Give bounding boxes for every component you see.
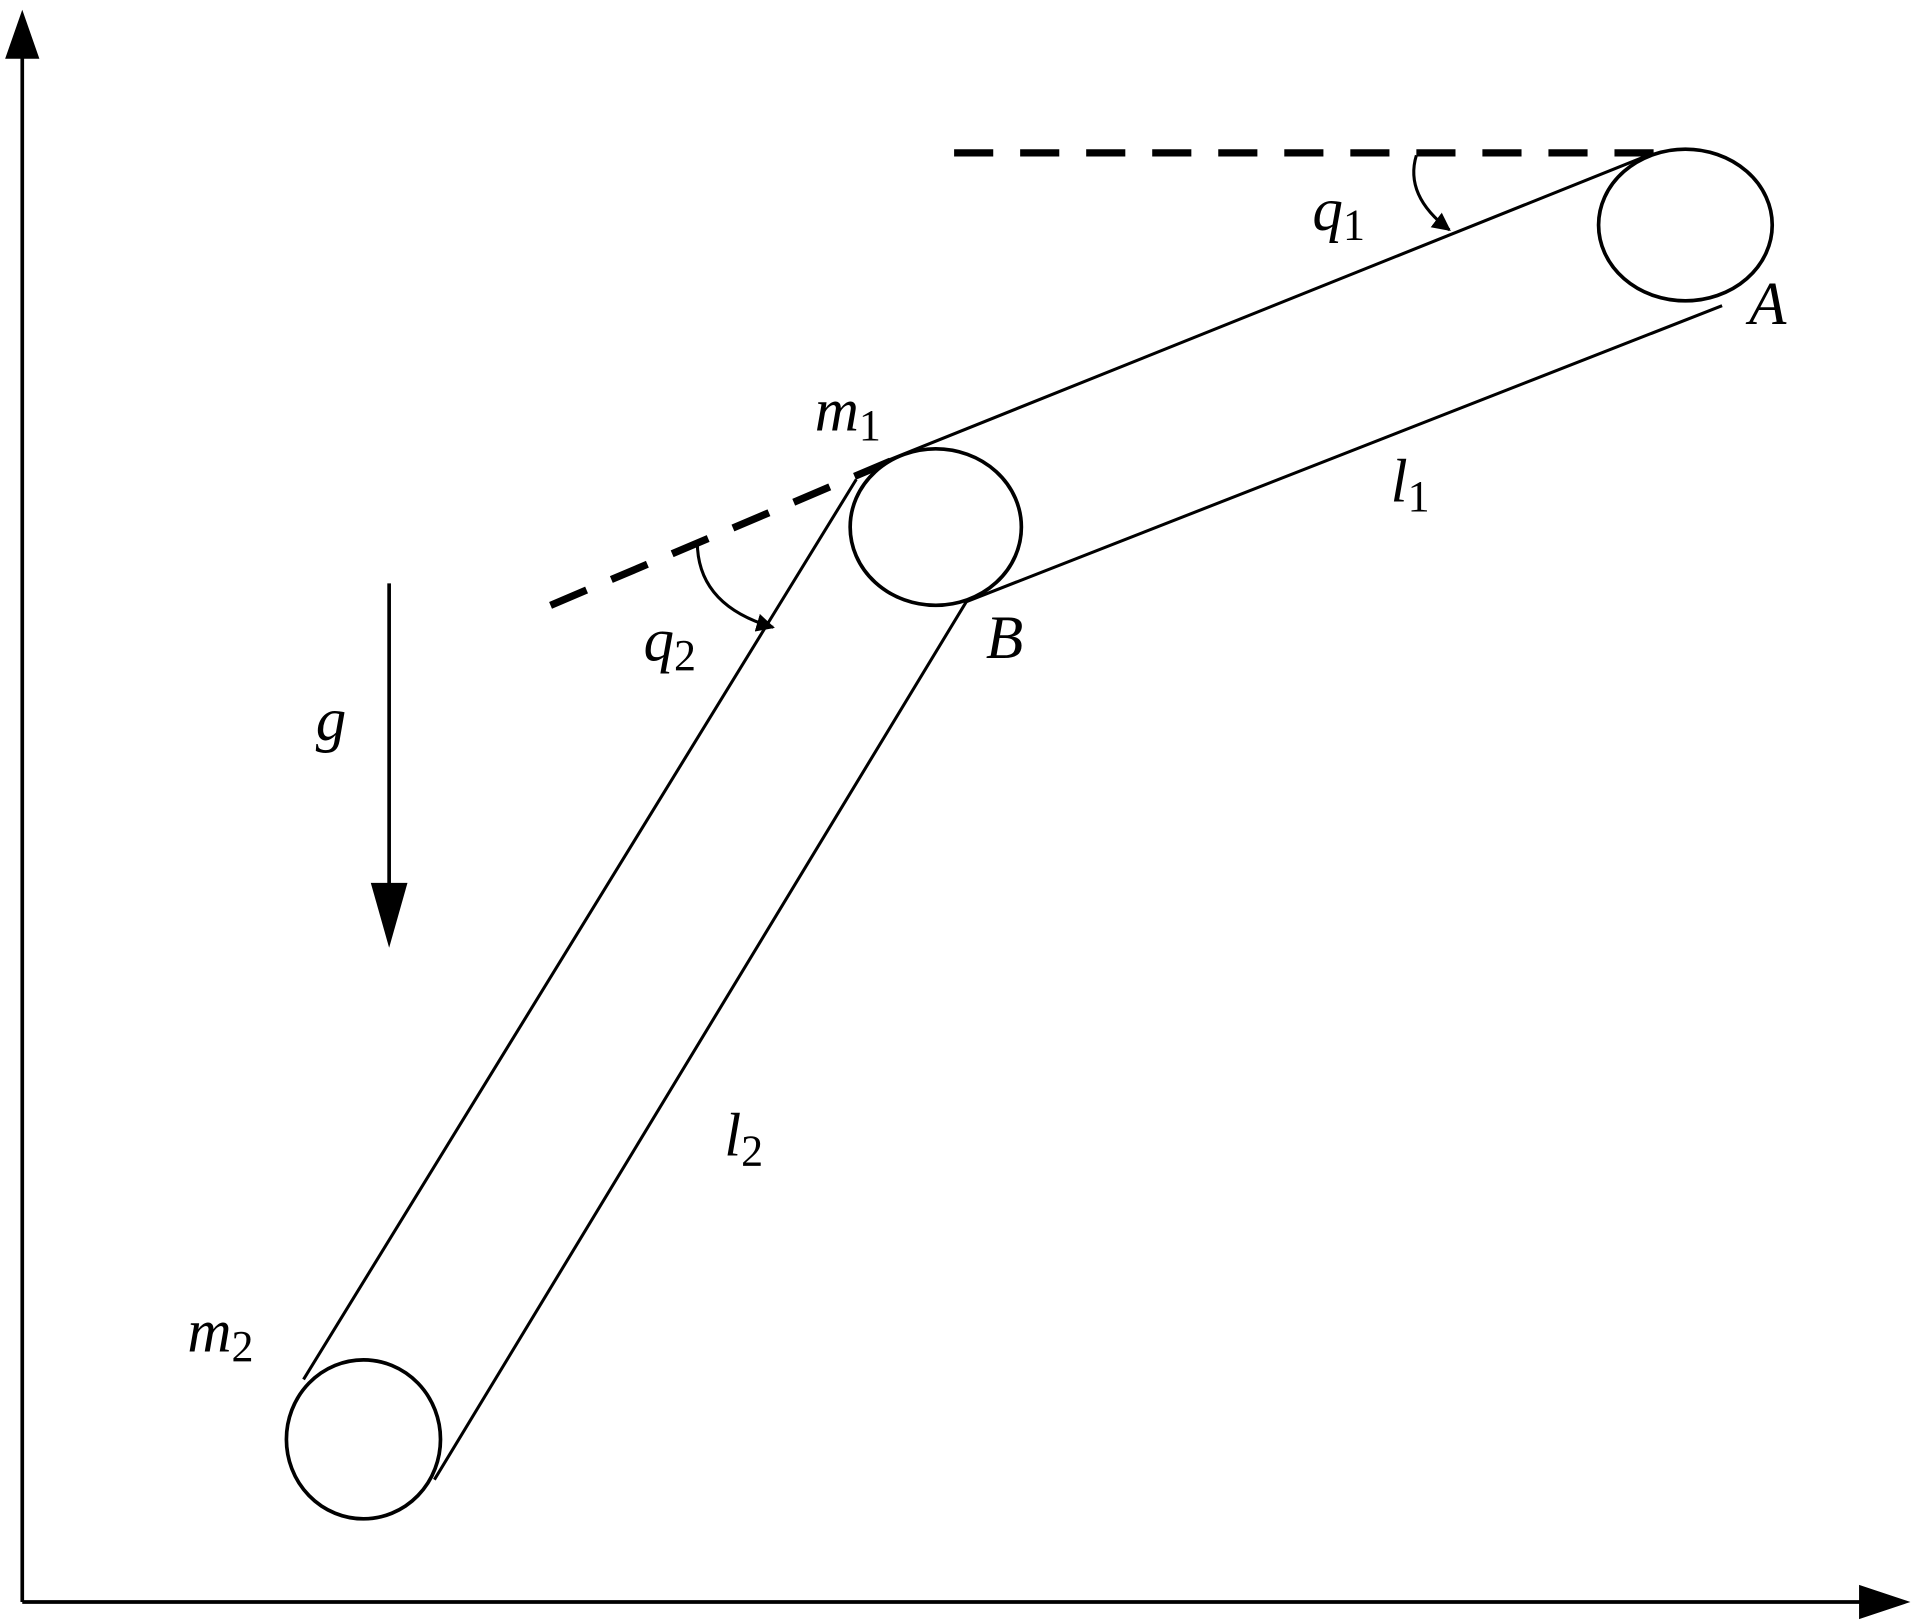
link-1 (882, 155, 1723, 604)
q1-angle-arrow (1412, 154, 1451, 232)
joint-a (1596, 147, 1775, 303)
q2-angle-arrow (695, 541, 775, 632)
label-q2: q2 (643, 607, 696, 680)
gravity-arrow (370, 583, 408, 948)
label-g: g (316, 687, 347, 754)
label-a: A (1745, 271, 1787, 338)
label-l1: l1 (1391, 448, 1430, 521)
label-l2: l2 (724, 1103, 763, 1176)
label-b: B (986, 605, 1023, 672)
joint-b (848, 446, 1024, 608)
mass-2 (284, 1358, 443, 1521)
label-q1: q1 (1312, 177, 1365, 250)
label-m2: m2 (187, 1298, 253, 1371)
y-axis (5, 9, 40, 1602)
link-2 (302, 478, 968, 1481)
label-m1: m1 (815, 377, 881, 450)
x-axis (22, 1584, 1911, 1620)
